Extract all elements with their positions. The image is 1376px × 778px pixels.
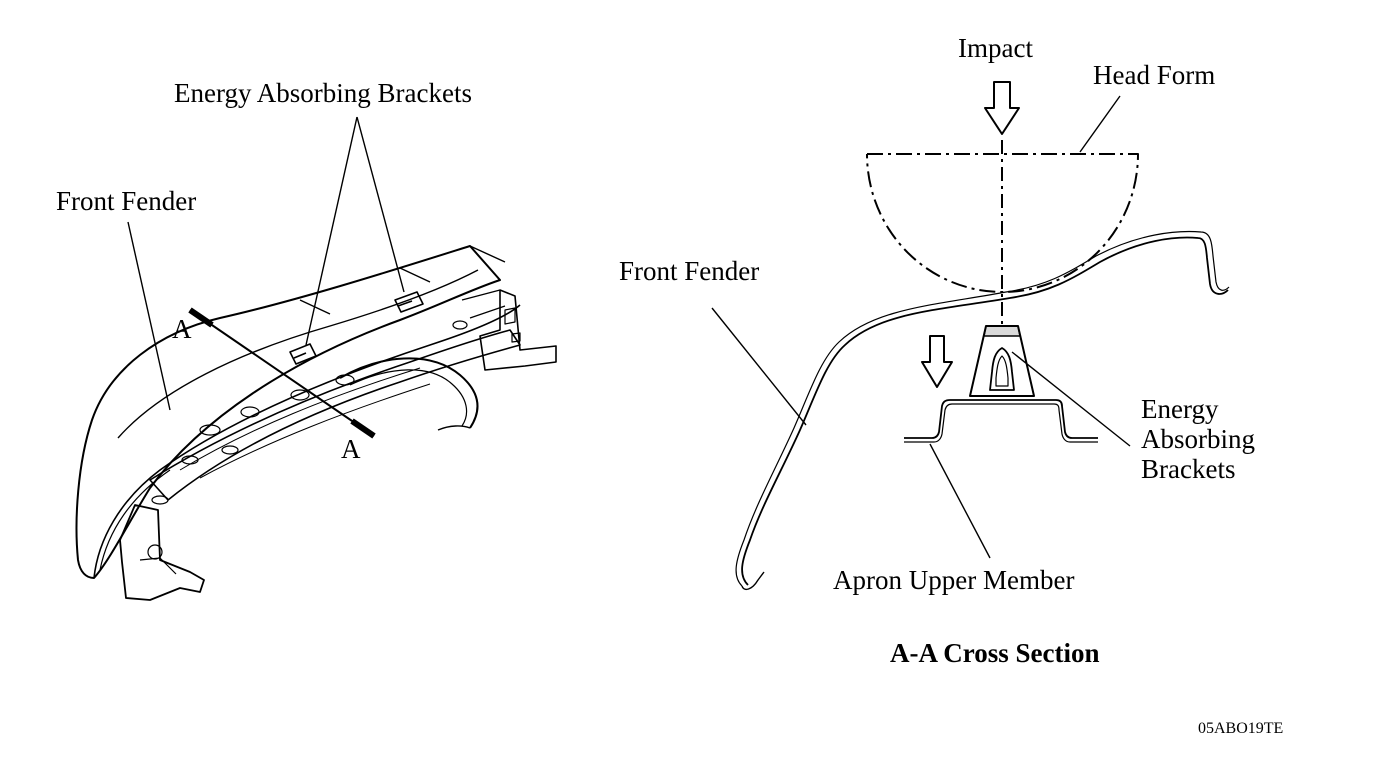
- wheel-arch: [339, 357, 479, 429]
- apron-detail-2: [199, 383, 431, 479]
- head-form: [866, 153, 1139, 293]
- rear-body-flange: [461, 289, 506, 319]
- label-energy-absorbing-brackets: Energy Absorbing Brackets: [174, 78, 472, 108]
- section-line-end-bottom: [350, 418, 376, 439]
- section-line-a-a: [189, 309, 375, 437]
- leader-bracket-right: [356, 116, 405, 293]
- wheel-arch-lower: [437, 425, 471, 431]
- label-bracket-line2: Absorbing: [1141, 424, 1255, 454]
- front-mount-detail: [139, 544, 177, 575]
- bracket-right: [394, 291, 424, 313]
- bracket-slot-inner: [995, 355, 1009, 387]
- label-bracket-line3: Brackets: [1141, 454, 1236, 484]
- label-bracket-line1: Energy: [1141, 394, 1219, 424]
- left-fender-view: [75, 116, 557, 601]
- bracket-top-cap: [983, 325, 1021, 337]
- leader-head-form: [1079, 95, 1121, 153]
- section-line-end-top: [188, 307, 214, 328]
- leader-bracket-section: [1011, 351, 1131, 447]
- label-front-fender: Front Fender: [56, 186, 197, 216]
- front-mount-bracket: [119, 504, 205, 601]
- fender-inner-edge: [93, 304, 521, 579]
- fender-inner-edge-2: [99, 469, 171, 571]
- cross-section-view: [711, 81, 1230, 591]
- label-front-fender-section: Front Fender: [619, 256, 760, 286]
- leader-front-fender: [127, 221, 171, 411]
- apron-section-inner: [904, 403, 1098, 443]
- leader-apron: [929, 443, 991, 559]
- apron-section: [904, 399, 1098, 439]
- apron-detail-1: [179, 367, 421, 471]
- label-head-form: Head Form: [1093, 60, 1216, 90]
- label-apron-upper-member: Apron Upper Member: [833, 565, 1075, 595]
- fender-outer-skin: [75, 245, 501, 579]
- label-impact: Impact: [958, 33, 1033, 63]
- rear-body-detail: [504, 307, 521, 343]
- deformation-arrow: [921, 335, 953, 388]
- fender-section-inner: [735, 230, 1230, 587]
- figure-code: 05ABO19TE: [1198, 720, 1284, 737]
- fender-section: [741, 236, 1229, 586]
- fender-section-tip: [741, 571, 765, 591]
- wheel-arch-inner: [349, 369, 468, 427]
- leader-fender-section: [711, 307, 807, 426]
- fender-crease: [117, 269, 479, 439]
- rear-body-panel: [479, 289, 557, 371]
- section-marker-a-bottom: A: [341, 434, 361, 464]
- cross-section-title: A-A Cross Section: [890, 638, 1100, 668]
- apron-hardware: [151, 320, 468, 505]
- leader-bracket-left: [305, 116, 358, 346]
- section-marker-a-top: A: [172, 314, 192, 344]
- impact-arrow: [984, 81, 1020, 135]
- bracket-slot: [989, 347, 1015, 391]
- bracket-left: [289, 343, 317, 365]
